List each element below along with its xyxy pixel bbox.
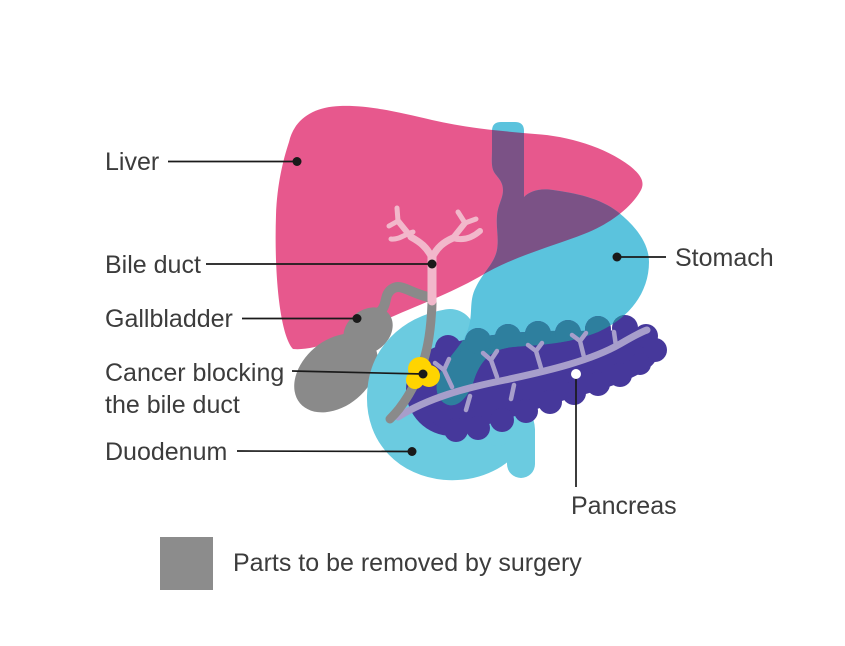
duodenum-leader-line <box>236 450 413 453</box>
pancreatic-duct <box>394 326 651 421</box>
cancer-label-line1: Cancer blocking <box>105 359 285 387</box>
stomach-label: Stomach <box>675 244 774 272</box>
duodenum-leader-dot <box>407 447 417 456</box>
cancer-leader-line <box>291 370 424 375</box>
pancreas-leader-dot <box>571 369 581 379</box>
duodenum-label: Duodenum <box>105 438 228 466</box>
bile-duct-label: Bile duct <box>105 251 201 279</box>
legend-swatch <box>160 537 213 590</box>
liver-leader-dot <box>292 157 302 166</box>
gallbladder-leader-dot <box>352 314 362 323</box>
cancer-label: Cancer blocking the bile duct <box>105 357 284 421</box>
liver-label: Liver <box>105 148 160 176</box>
cancer-label-line2: the bile duct <box>105 391 240 419</box>
bile-duct-leader-dot <box>427 259 437 269</box>
leader-lines <box>168 157 666 487</box>
cancer-leader-dot <box>418 369 428 379</box>
stomach-leader-dot <box>612 252 622 262</box>
gallbladder-label: Gallbladder <box>105 305 233 333</box>
pancreas-label: Pancreas <box>571 492 677 520</box>
cystic-duct <box>371 282 433 320</box>
legend-label: Parts to be removed by surgery <box>233 549 582 577</box>
